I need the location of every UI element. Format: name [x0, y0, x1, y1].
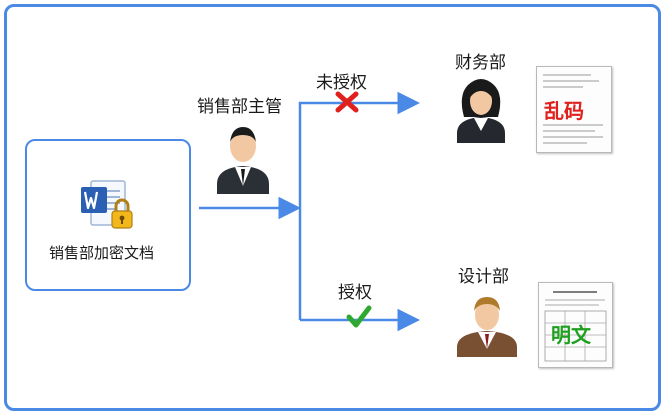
document-label: 销售部加密文档: [49, 244, 155, 262]
deny-cross-icon: [335, 91, 359, 113]
lock-icon: [111, 198, 133, 229]
diagram-frame: [4, 4, 661, 411]
garbled-document-thumbnail: 乱码: [536, 66, 612, 153]
manager-label: 销售部主管: [197, 97, 282, 117]
authorized-label: 授权: [338, 283, 372, 303]
document-page-lines: [543, 74, 603, 144]
person-icon: [457, 297, 517, 357]
document-page-lines: [544, 291, 607, 362]
encrypted-document-box: 销售部加密文档: [25, 139, 191, 291]
person-icon: [457, 79, 505, 143]
allow-check-icon: [346, 305, 372, 328]
finance-label: 财务部: [455, 53, 506, 73]
design-label: 设计部: [458, 267, 509, 287]
plaintext-document-thumbnail: 明文: [538, 282, 613, 368]
person-icon: [217, 127, 269, 194]
plaintext-stamp: 明文: [551, 323, 591, 347]
unauthorized-label: 未授权: [316, 73, 367, 93]
word-document-icon: [81, 180, 133, 229]
garbled-stamp: 乱码: [544, 99, 584, 123]
